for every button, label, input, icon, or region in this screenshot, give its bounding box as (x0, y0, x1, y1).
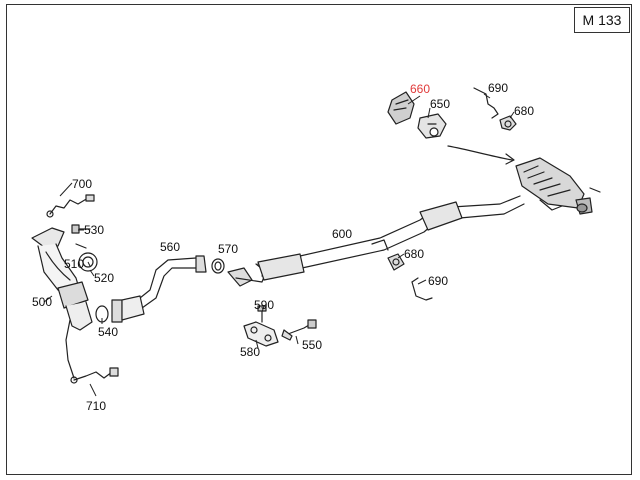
front-pipe-560-drawing (111, 255, 207, 323)
rear-muffler-drawing (515, 157, 601, 215)
part-label-520[interactable]: 520 (94, 271, 114, 285)
assembly-arrow (447, 145, 515, 165)
part-label-580[interactable]: 580 (240, 345, 260, 359)
part-label-570[interactable]: 570 (218, 242, 238, 256)
part-label-680-upper[interactable]: 680 (514, 104, 534, 118)
sensor-710-drawing (70, 367, 119, 384)
model-code-box: M 133 (574, 7, 630, 33)
bolt-530-drawing (71, 224, 91, 234)
bracket-690-lower-drawing (411, 277, 433, 301)
gasket-580-drawing (243, 321, 279, 347)
part-label-680-lower[interactable]: 680 (404, 247, 424, 261)
center-pipe-600-drawing (257, 195, 525, 281)
part-label-690-upper[interactable]: 690 (488, 81, 508, 95)
catalytic-converter-500-drawing (31, 227, 93, 379)
bracket-690-upper-drawing (473, 87, 499, 119)
part-label-510[interactable]: 510 (64, 257, 84, 271)
part-label-530[interactable]: 530 (84, 223, 104, 237)
bolt-550-drawing (281, 319, 317, 341)
part-label-500[interactable]: 500 (32, 295, 52, 309)
hanger-680-lower-drawing (387, 253, 405, 271)
part-label-550[interactable]: 550 (302, 338, 322, 352)
part-label-560[interactable]: 560 (160, 240, 180, 254)
clamp-520-drawing (75, 243, 98, 272)
part-label-660[interactable]: 660 (410, 82, 430, 96)
part-label-600[interactable]: 600 (332, 227, 352, 241)
flap-actuator-660-drawing (387, 91, 415, 125)
diagram-frame (6, 4, 632, 475)
leader-lines (43, 93, 515, 397)
part-label-650[interactable]: 650 (430, 97, 450, 111)
clamp-570-drawing (211, 258, 225, 274)
part-label-540[interactable]: 540 (98, 325, 118, 339)
part-labels: 500 510 520 530 540 550 560 570 580 590 … (32, 81, 534, 413)
hanger-680-upper-drawing (499, 115, 517, 131)
part-label-690-lower[interactable]: 690 (428, 274, 448, 288)
flap-650-drawing (417, 113, 447, 139)
sensor-700-drawing (46, 194, 95, 218)
part-label-710[interactable]: 710 (86, 399, 106, 413)
part-label-700[interactable]: 700 (72, 177, 92, 191)
part-label-590[interactable]: 590 (254, 298, 274, 312)
